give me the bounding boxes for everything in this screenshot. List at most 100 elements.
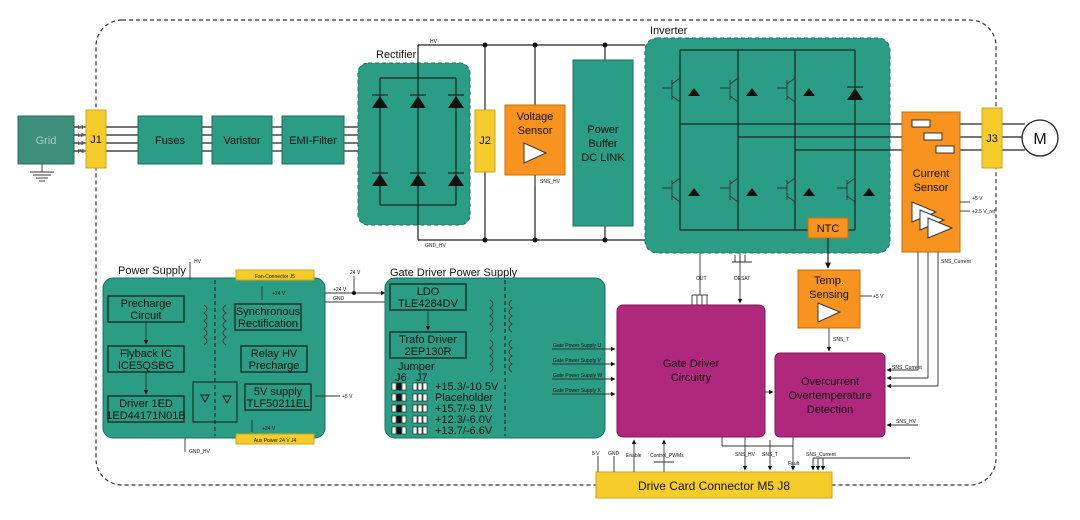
grid-block: [17, 115, 75, 165]
emi-filter-block: [281, 115, 345, 165]
signal-gnd: GND: [333, 296, 345, 302]
signal-bottom-enable: Enable: [626, 453, 642, 459]
signal-bottom-sns-t: SNS_T: [762, 452, 778, 458]
signal-gnd-hv: GND_HV: [425, 243, 447, 249]
jumper-pin: [391, 415, 397, 424]
optocoupler-icon: [192, 381, 238, 423]
opamp-icon: [523, 142, 548, 164]
signal-sns-current-oc: SNS_Current: [892, 365, 922, 371]
jumper-pin: [417, 404, 423, 413]
power-supply-block: [102, 277, 326, 439]
signal-gps-x: Gate Power Supply X: [553, 388, 601, 394]
signal-out: OUT: [696, 276, 707, 282]
relay-label-1: Relay HV: [251, 348, 298, 360]
current-sensor-label-1: Current: [913, 168, 950, 180]
relay-hv-box: [240, 345, 308, 373]
system-boundary: [95, 19, 997, 486]
signal-l3: L3: [78, 141, 84, 147]
jumper-pin: [422, 426, 428, 435]
jumper-pin: [412, 382, 418, 391]
power-buffer-label-1: Power: [587, 124, 619, 136]
inverter-title: Inverter: [650, 25, 688, 37]
ldo-label-1: LDO: [417, 286, 440, 298]
jumper-pin: [417, 393, 423, 402]
rectifier-bridge: [372, 77, 464, 206]
signal-bottom-fault: Fault: [788, 461, 800, 467]
connector-j2: [474, 109, 496, 173]
jumper-option-5: +13.7/-6.6V: [435, 425, 493, 437]
gate-signal-bus: [691, 253, 752, 305]
jumper-pin: [391, 404, 397, 413]
jumper-pin: [417, 415, 423, 424]
trafo-driver-box: [389, 331, 467, 359]
gdps-block: [384, 277, 606, 439]
signal-gnd-hv-ps: GND_HV: [189, 449, 211, 455]
rectifier-title: Rectifier: [376, 49, 417, 61]
gd-transformer-icon: [489, 299, 513, 373]
drive-card-connector-j8: [595, 471, 833, 499]
jumper-pin: [422, 382, 428, 391]
rectifier-block: [357, 62, 471, 226]
fan-connector-j5: [235, 269, 315, 281]
overcurrent-label-1: Overcurrent: [801, 376, 859, 388]
trafo-label-1: Trafo Driver: [399, 334, 457, 346]
jumper-pin: [391, 382, 397, 391]
jumper-pins: [391, 382, 428, 435]
signal-desat: DESAT: [734, 276, 750, 282]
signal-sns-hv-oc: SNS_HV: [896, 419, 917, 425]
jumper-pin: [396, 426, 402, 435]
drive-card-label: Drive Card Connector M5 J8: [638, 479, 790, 493]
overcurrent-label-3: Detection: [807, 404, 853, 416]
drive-card-signals: [597, 437, 910, 472]
jumper-pin: [391, 426, 397, 435]
jumper-pin: [401, 404, 407, 413]
relay-label-2: Precharge: [249, 360, 300, 372]
signal-gps-u: Gate Power Supply U: [553, 343, 601, 349]
flyback-label-1: Flyback IC: [120, 348, 172, 360]
temp-label-1: Temp.: [814, 275, 844, 287]
connector-j3: [981, 107, 1003, 169]
signal-sns-current: SNS_Current: [941, 259, 971, 265]
power-buffer-label-3: DC LINK: [581, 152, 625, 164]
signal-24v-d: 24 V: [350, 270, 361, 276]
gate-driver-label-2: Circuitry: [671, 372, 712, 384]
aux-power-j4: [235, 433, 315, 445]
gate-driver-block: [616, 304, 766, 438]
driver-1ed-box: [107, 395, 185, 423]
fuses-label: Fuses: [155, 135, 185, 147]
overcurrent-label-2: Overtemperature: [788, 390, 871, 402]
5v-supply-box: [244, 383, 312, 411]
ntc-label: NTC: [817, 223, 840, 235]
signal-24v-a: +24 V: [272, 291, 286, 297]
jumper-option-3: +15.7/-9.1V: [435, 403, 493, 415]
signal-5v-cs: +5 V: [972, 196, 983, 202]
signal-pe: PE: [78, 149, 85, 155]
power-buffer-block: [572, 59, 634, 227]
trafo-label-2: 2EP130R: [404, 346, 451, 358]
signal-gps-w: Gate Power Supply W: [553, 373, 602, 379]
connector-j1: [85, 109, 107, 169]
jumper-pin: [396, 382, 402, 391]
connector-j3-label: J3: [986, 133, 998, 145]
inverter-switches: [662, 49, 875, 231]
jumper-option-4: +12.3/-6.0V: [435, 414, 493, 426]
jumper-pin: [396, 404, 402, 413]
sync-label-2: Rectification: [238, 318, 298, 330]
overcurrent-block: [774, 352, 886, 438]
supply-label-2: TLF50211EL: [247, 398, 310, 410]
jumper-pin: [401, 426, 407, 435]
power-supply-title: Power Supply: [118, 265, 186, 277]
grid-label: Grid: [36, 135, 57, 147]
jumper-pin: [417, 382, 423, 391]
sync-rectification-box: [234, 303, 302, 331]
transformer-icon: [203, 304, 227, 346]
jumper-pin: [422, 393, 428, 402]
jumper-pin: [412, 404, 418, 413]
signal-24v-c: +24 V: [333, 287, 347, 293]
jumper-pin: [412, 415, 418, 424]
signal-bottom-sns-hv: SNS_HV: [735, 452, 756, 458]
motor-label: M: [1033, 131, 1046, 148]
sync-label-1: Synchronous: [236, 306, 301, 318]
varistor-label: Varistor: [223, 135, 260, 147]
